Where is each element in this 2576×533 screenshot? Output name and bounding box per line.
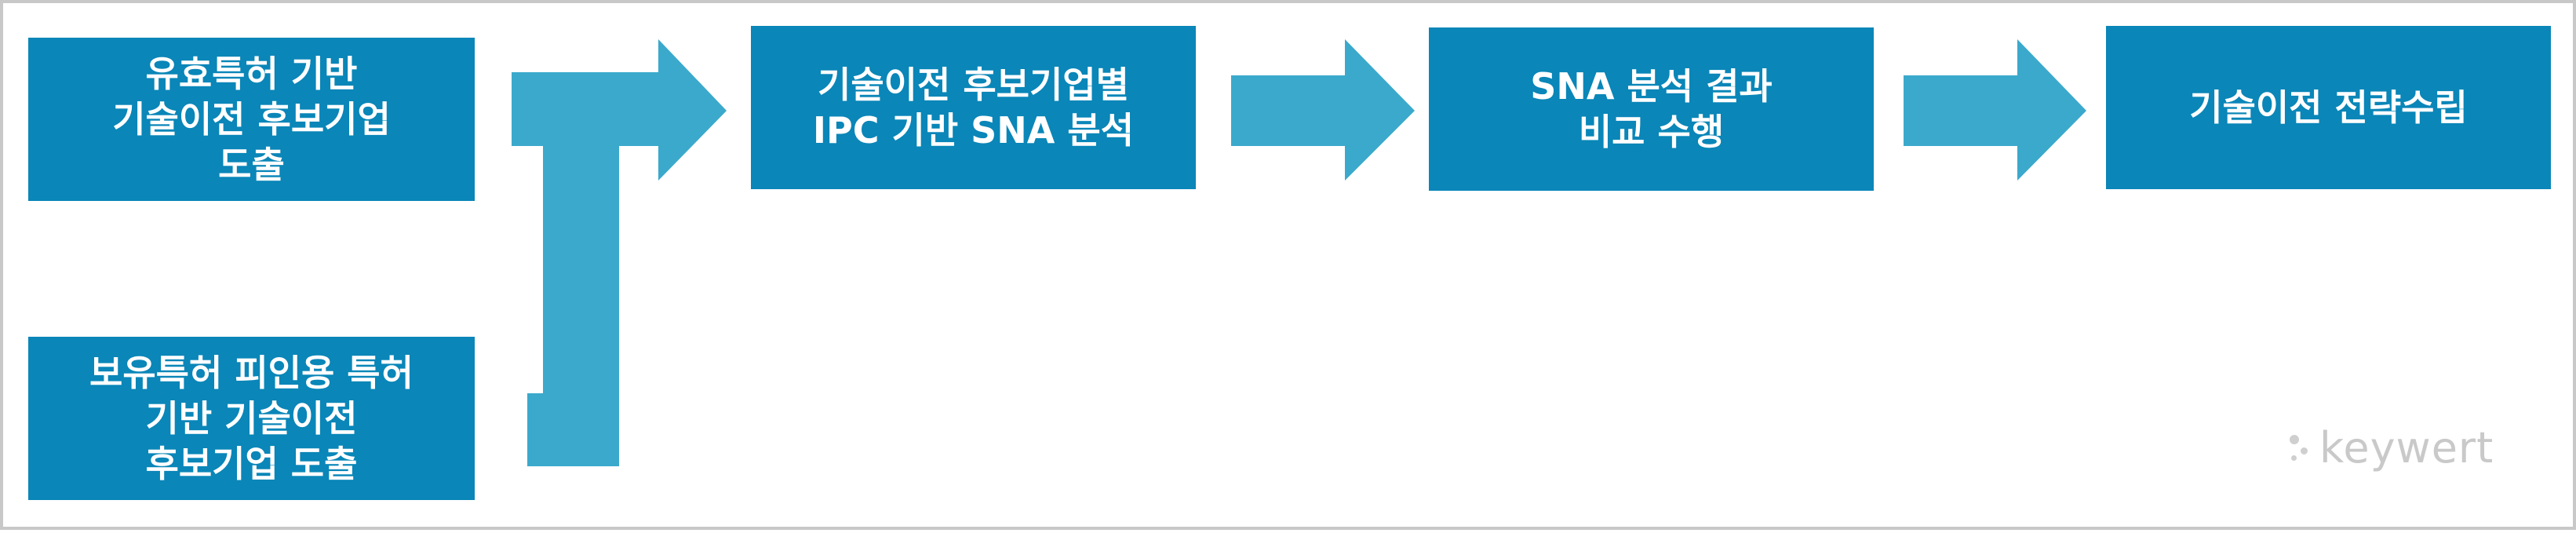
logo-dots-icon [2288,429,2315,468]
step-line: 비교 수행 [1578,111,1725,153]
logo-text: keywert [2319,423,2494,473]
merge-arrow [512,39,727,466]
step-line: IPC 기반 SNA 분석 [812,109,1135,152]
step-line: 후보기업 도출 [145,443,358,485]
step-line: 보유특허 피인용 특허 [89,352,414,394]
step-cited-patent-candidates: 보유특허 피인용 특허 기반 기술이전 후보기업 도출 [28,337,475,500]
keywert-logo: keywert [2288,423,2494,473]
step-line: 기술이전 후보기업 [112,98,391,141]
step-transfer-strategy: 기술이전 전략수립 [2106,26,2551,189]
arrow-right-3-4 [1904,39,2086,181]
step-sna-comparison: SNA 분석 결과 비교 수행 [1429,27,1874,191]
flow-arrows [512,39,2086,466]
step-ipc-sna-analysis: 기술이전 후보기업별 IPC 기반 SNA 분석 [751,26,1196,189]
step-line: 기술이전 후보기업별 [818,64,1129,106]
step-line: 기술이전 전략수립 [2189,86,2468,129]
arrow-right-2-3 [1231,39,1415,181]
step-valid-patent-candidates: 유효특허 기반 기술이전 후보기업 도출 [28,38,475,201]
step-line: 유효특허 기반 [145,53,358,95]
step-line: 도출 [218,144,285,186]
step-line: SNA 분석 결과 [1530,65,1773,108]
step-line: 기반 기술이전 [145,397,358,440]
